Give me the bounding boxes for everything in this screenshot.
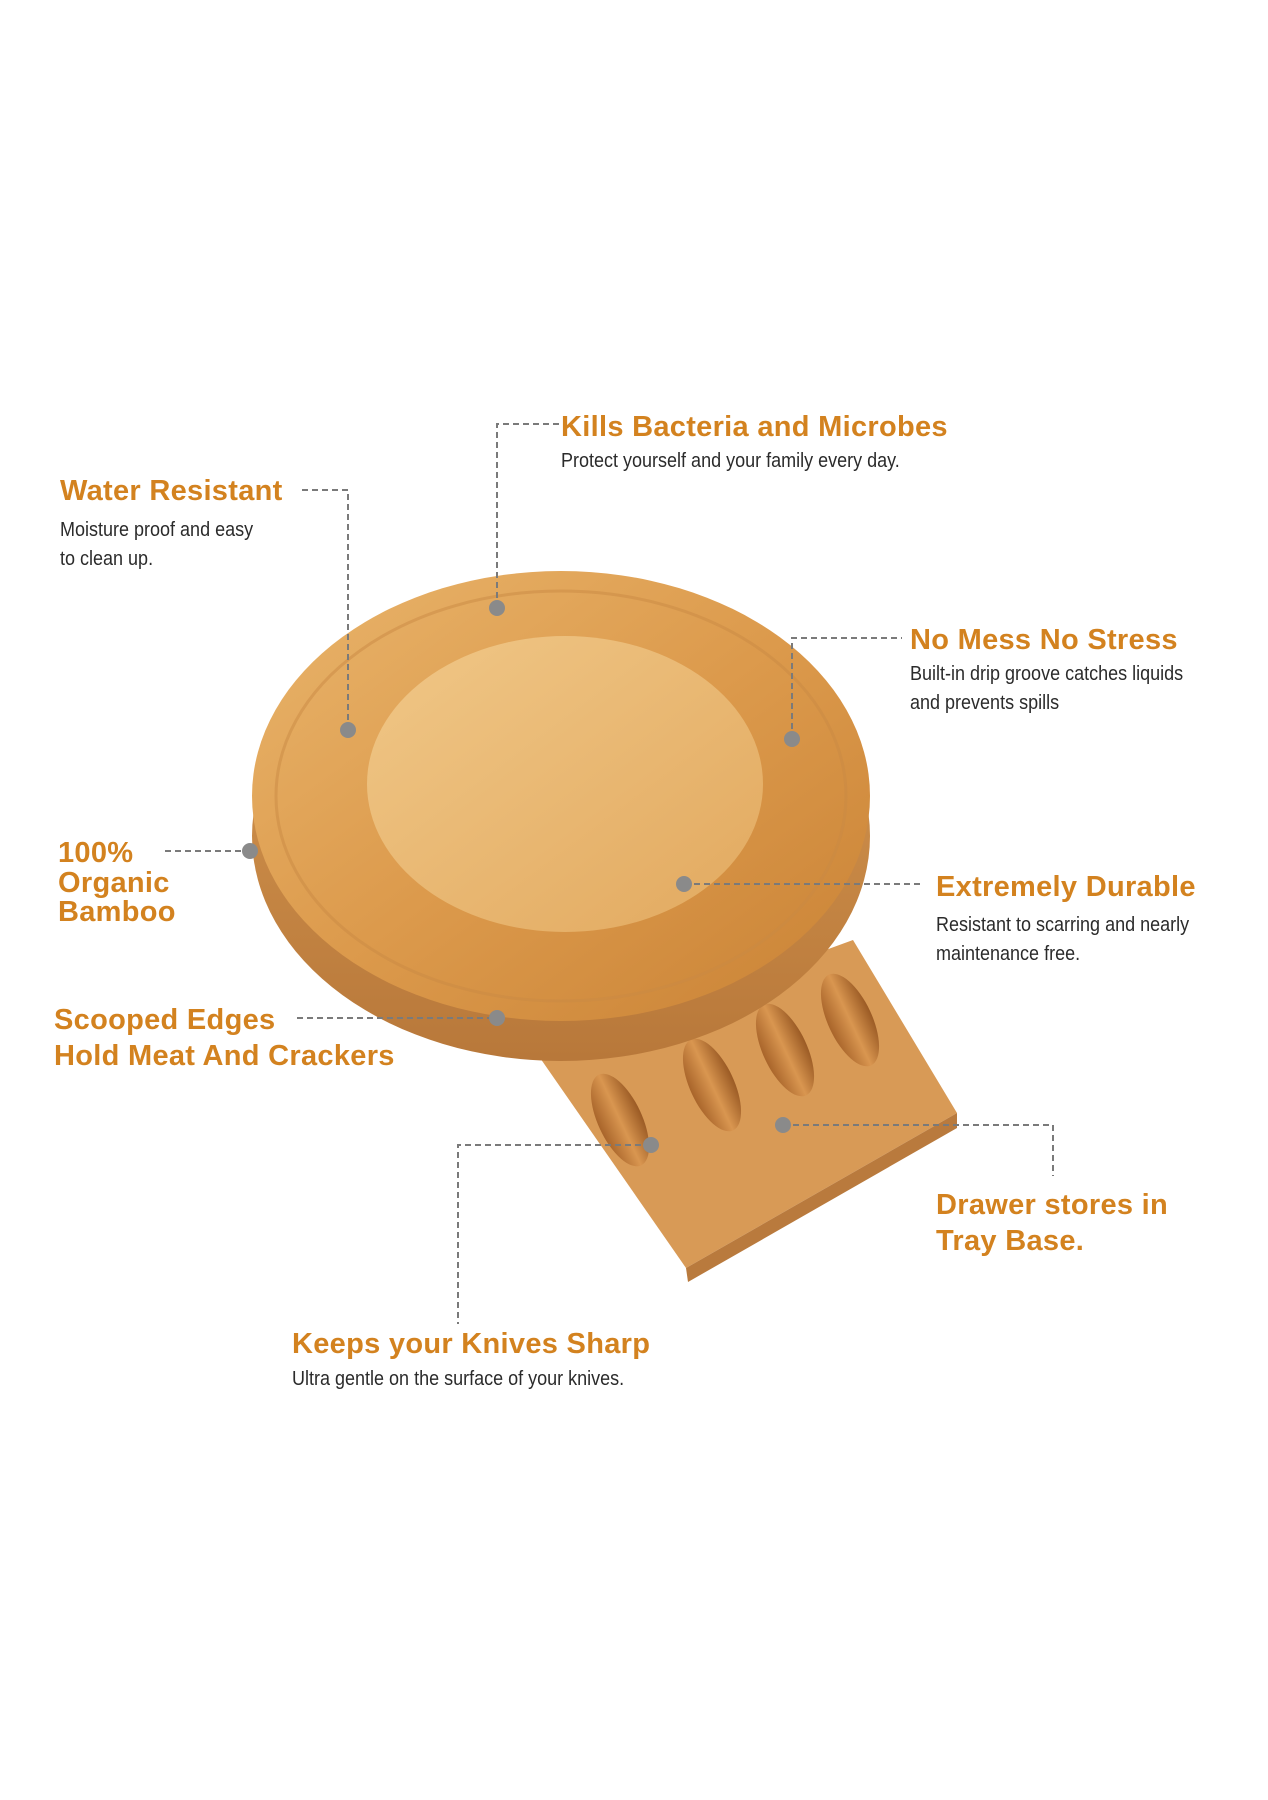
leader-dots	[242, 600, 800, 1153]
nomess-desc-1: Built-in drip groove catches liquids	[910, 663, 1184, 685]
kills-title: Kills Bacteria and Microbes	[561, 411, 948, 443]
organic-line-2: Organic	[58, 867, 170, 899]
water-desc-2: to clean up.	[60, 548, 154, 570]
water-title: Water Resistant	[60, 475, 283, 507]
organic-line-1: 100%	[58, 837, 134, 869]
knives-desc: Ultra gentle on the surface of your kniv…	[292, 1368, 625, 1390]
round-board	[252, 571, 870, 1061]
drawer-line-1: Drawer stores in	[936, 1189, 1169, 1221]
nomess-desc-2: and prevents spills	[910, 692, 1060, 714]
durable-title: Extremely Durable	[936, 871, 1196, 903]
water-desc-1: Moisture proof and easy	[60, 519, 254, 541]
durable-desc-1: Resistant to scarring and nearly	[936, 914, 1190, 936]
scooped-line-2: Hold Meat And Crackers	[54, 1040, 395, 1072]
knife-handles	[590, 973, 880, 1167]
nomess-title: No Mess No Stress	[910, 624, 1178, 656]
scooped-line-1: Scooped Edges	[54, 1004, 276, 1036]
organic-line-3: Bamboo	[58, 896, 176, 928]
drawer-line-2: Tray Base.	[936, 1225, 1085, 1257]
durable-desc-2: maintenance free.	[936, 943, 1081, 965]
leader-lines	[165, 423, 1054, 1324]
kills-desc: Protect yourself and your family every d…	[561, 450, 900, 472]
knives-title: Keeps your Knives Sharp	[292, 1328, 651, 1360]
